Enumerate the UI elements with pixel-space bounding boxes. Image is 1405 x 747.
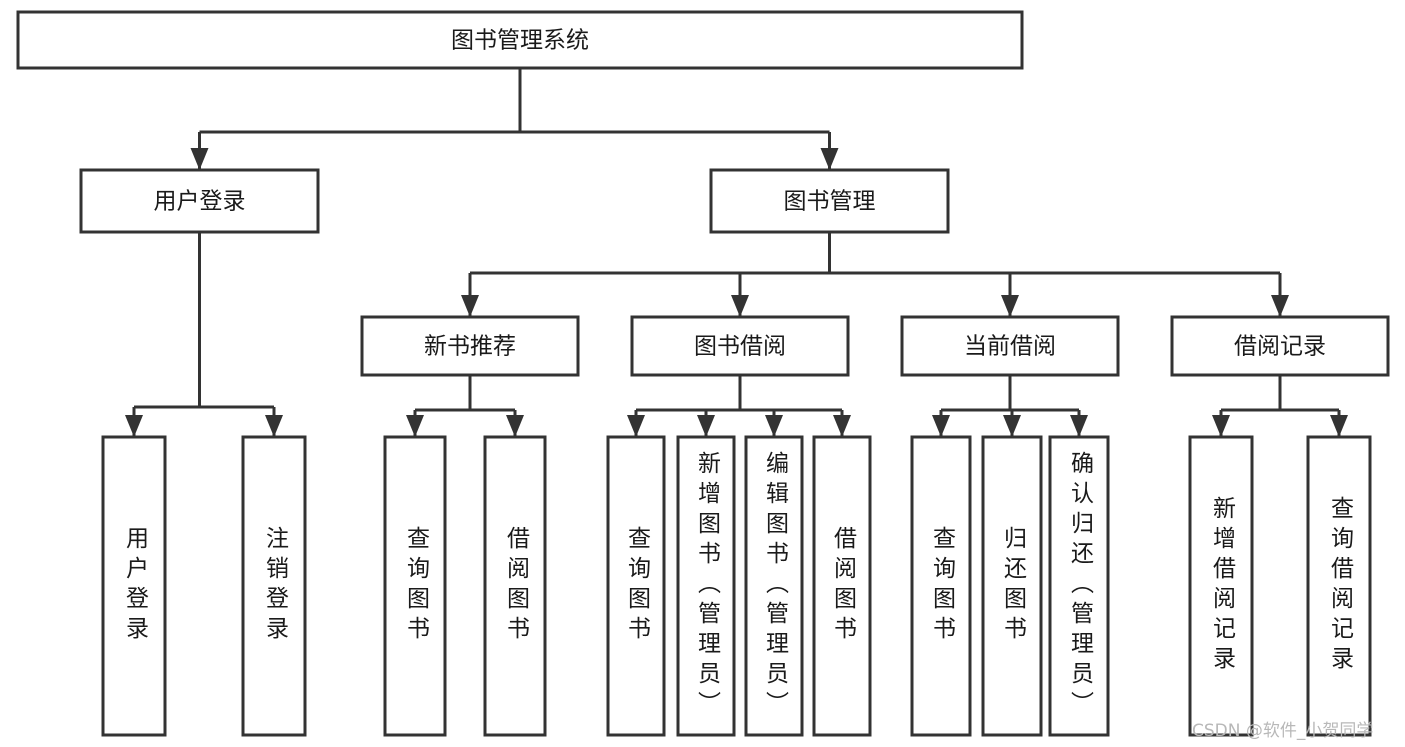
arrow-head-icon xyxy=(125,415,143,437)
arrow-head-icon xyxy=(1003,415,1021,437)
level3-node-label-3: 借阅记录 xyxy=(1234,334,1326,360)
leaf-node-box-10[interactable] xyxy=(1048,435,1110,737)
leaf-node-box-1[interactable] xyxy=(241,435,307,737)
arrow-head-icon xyxy=(1070,415,1088,437)
leaf-node-box-3[interactable] xyxy=(483,435,547,737)
arrow-head-icon xyxy=(506,415,524,437)
leaf-node-box-11[interactable] xyxy=(1188,435,1254,737)
leaf-node-box-0[interactable] xyxy=(101,435,167,737)
arrow-head-icon xyxy=(833,415,851,437)
arrow-head-icon xyxy=(1001,295,1019,317)
arrow-head-icon xyxy=(1330,415,1348,437)
arrow-head-icon xyxy=(932,415,950,437)
arrow-head-icon xyxy=(406,415,424,437)
arrow-head-icon xyxy=(731,295,749,317)
level3-node-box-0[interactable] xyxy=(360,315,580,377)
arrow-head-icon xyxy=(1271,295,1289,317)
leaf-node-box-6[interactable] xyxy=(744,435,804,737)
leaf-node-box-5[interactable] xyxy=(676,435,736,737)
leaf-node-box-4[interactable] xyxy=(606,435,666,737)
level2-node-label-0: 用户登录 xyxy=(154,189,246,215)
level3-node-box-2[interactable] xyxy=(900,315,1120,377)
leaf-node-box-2[interactable] xyxy=(383,435,447,737)
leaf-node-box-12[interactable] xyxy=(1306,435,1372,737)
leaf-node-box-8[interactable] xyxy=(910,435,972,737)
level3-node-box-1[interactable] xyxy=(630,315,850,377)
csdn-watermark: CSDN @软件_小贺同学 xyxy=(1192,721,1374,741)
level2-node-box-1[interactable] xyxy=(709,168,950,234)
level2-node-box-0[interactable] xyxy=(79,168,320,234)
arrow-head-icon xyxy=(765,415,783,437)
level3-node-box-3[interactable] xyxy=(1170,315,1390,377)
level3-node-label-0: 新书推荐 xyxy=(424,334,516,360)
arrow-head-icon xyxy=(461,295,479,317)
arrow-head-icon xyxy=(820,148,839,170)
level3-node-label-2: 当前借阅 xyxy=(964,334,1056,360)
arrow-head-icon xyxy=(190,148,209,170)
arrow-head-icon xyxy=(627,415,645,437)
root-node-label: 图书管理系统 xyxy=(451,28,589,54)
connectors-layer xyxy=(125,68,1348,437)
level3-node-label-1: 图书借阅 xyxy=(694,334,786,360)
arrow-head-icon xyxy=(265,415,283,437)
node-boxes-layer xyxy=(16,10,1390,737)
leaf-node-box-7[interactable] xyxy=(812,435,872,737)
level2-node-label-1: 图书管理 xyxy=(784,189,876,215)
arrow-head-icon xyxy=(1212,415,1230,437)
arrow-head-icon xyxy=(697,415,715,437)
leaf-node-box-9[interactable] xyxy=(981,435,1043,737)
root-node-box[interactable] xyxy=(16,10,1024,70)
